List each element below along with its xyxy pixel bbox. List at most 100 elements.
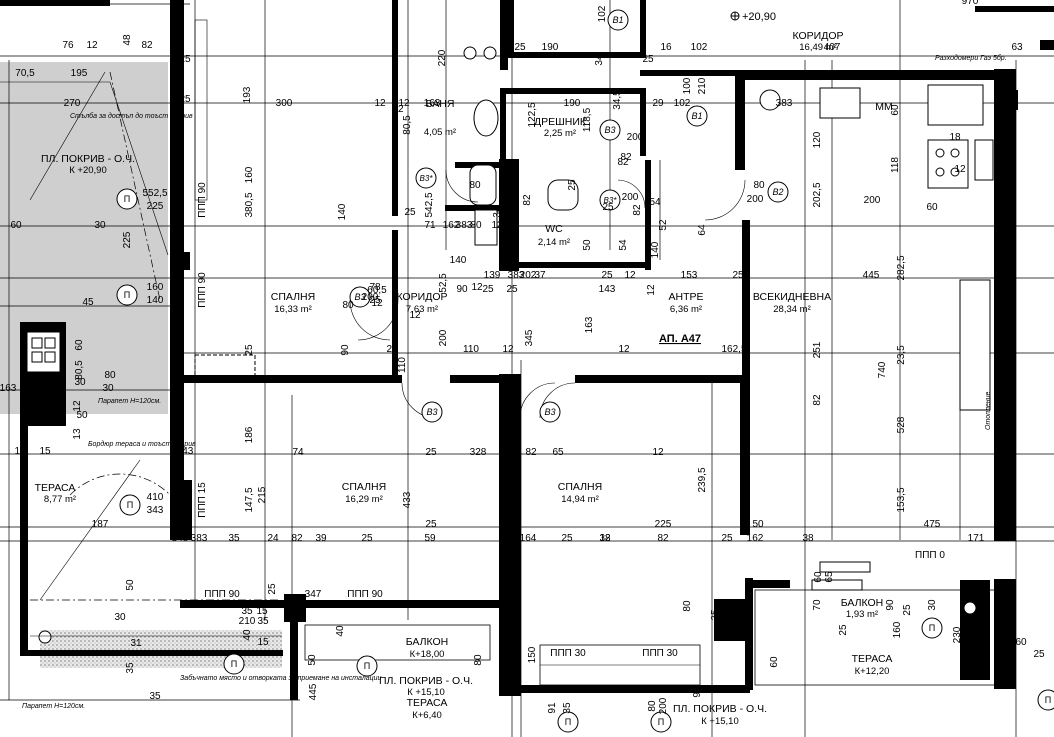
dimension-value: 160 bbox=[244, 166, 255, 183]
dimension-value: 220 bbox=[437, 49, 448, 66]
dimension-value: 163 bbox=[0, 383, 17, 394]
dimension-value: 25 bbox=[244, 344, 255, 356]
dimension-value: 90 bbox=[456, 284, 468, 295]
dimension-value: 102 bbox=[597, 5, 608, 22]
dimension-value: 475 bbox=[924, 519, 941, 530]
dimension-value: 82 bbox=[812, 394, 823, 406]
dimension-value: 80,5 bbox=[74, 360, 85, 380]
dimension-value: 12 bbox=[86, 40, 98, 51]
dimension-value: 164 bbox=[520, 533, 537, 544]
dimension-value: 25 bbox=[506, 284, 518, 295]
dimension-value: 82 bbox=[522, 194, 533, 206]
dimension-value: 82 bbox=[502, 533, 514, 544]
dimension-value: 122,5 bbox=[527, 102, 538, 127]
dimension-value: 162 bbox=[747, 533, 764, 544]
dimension-value: 140 bbox=[450, 255, 467, 266]
dimension-value: 25 bbox=[838, 624, 849, 636]
dimension-value: 552,5 bbox=[142, 188, 167, 199]
room-area: 16,29 m² bbox=[345, 494, 383, 505]
dimension-value: 15 bbox=[39, 446, 51, 457]
dimension-value: 25 bbox=[179, 54, 191, 65]
room-name: ПЛ. ПОКРИВ - О.Ч. bbox=[673, 703, 767, 715]
svg-text:ППП 90: ППП 90 bbox=[197, 272, 208, 308]
dimension-value: 80,5 bbox=[402, 115, 413, 135]
room-area: 28,34 m² bbox=[773, 304, 811, 315]
dimension-value: 24 bbox=[267, 533, 279, 544]
dimension-value: 345 bbox=[524, 329, 535, 346]
dimension-value: 163 bbox=[424, 98, 441, 109]
dimension-value: 80 bbox=[469, 180, 481, 191]
dimension-value: 80 bbox=[753, 180, 765, 191]
dimension-value: 82 bbox=[141, 40, 153, 51]
dimension-value: 12 bbox=[491, 220, 503, 231]
dimension-value: 35 bbox=[710, 609, 721, 621]
dimension-value: 23,5 bbox=[896, 345, 907, 365]
dimension-value: 45 bbox=[82, 297, 94, 308]
dimension-value: 110 bbox=[397, 357, 408, 373]
dimension-value: 12 bbox=[618, 344, 630, 355]
dimension-value: 50 bbox=[76, 410, 88, 421]
dimension-value: 25 bbox=[602, 202, 614, 213]
svg-text:П: П bbox=[658, 717, 664, 727]
dimension-value: 383 bbox=[456, 220, 473, 231]
dimension-value: 140 bbox=[147, 295, 164, 306]
dimension-value: 60 bbox=[10, 220, 22, 231]
dimension-value: 225 bbox=[655, 519, 672, 530]
dimension-value: 60 bbox=[74, 339, 85, 351]
dimension-value: 25 bbox=[386, 344, 398, 355]
room-area: 14,94 m² bbox=[561, 494, 599, 505]
svg-text:П: П bbox=[127, 500, 133, 510]
dimension-value: 25 bbox=[732, 270, 744, 281]
room-name: ДРЕШНИК bbox=[534, 116, 587, 128]
dimension-value: 60 bbox=[1015, 637, 1027, 648]
svg-text:Стълба за достъп до тоъст покр: Стълба за достъп до тоъст покрив bbox=[70, 112, 193, 120]
dimension-value: 18 bbox=[949, 132, 961, 143]
dimension-value: 445 bbox=[863, 270, 880, 281]
dimension-value: 59 bbox=[424, 533, 436, 544]
svg-text:ППП 0: ППП 0 bbox=[915, 550, 945, 561]
dimension-value: 200 bbox=[438, 329, 449, 346]
dimension-value: 200 bbox=[627, 132, 644, 143]
dimension-value: 160 bbox=[147, 282, 164, 293]
dimension-value: 187 bbox=[92, 519, 109, 530]
dimension-value: 25 bbox=[361, 533, 373, 544]
dimension-value: 215 bbox=[257, 486, 268, 503]
dimension-value: 74 bbox=[292, 447, 304, 458]
svg-text:П: П bbox=[565, 717, 571, 727]
svg-text:ППП 15: ППП 15 bbox=[197, 482, 208, 518]
room-name: КОРИДОР bbox=[397, 291, 448, 303]
dimension-value: 225 bbox=[122, 231, 133, 248]
room-area: К +20,90 bbox=[69, 165, 107, 176]
dimension-value: 12 bbox=[398, 98, 410, 109]
dimension-value: 82 bbox=[525, 447, 537, 458]
dimension-value: 12 bbox=[502, 344, 514, 355]
dimension-value: 380,5 bbox=[244, 192, 255, 217]
svg-text:Отопление: Отопление bbox=[985, 391, 992, 430]
dimension-value: 343 bbox=[177, 446, 194, 457]
dimension-value: 80 bbox=[342, 300, 354, 311]
dimension-value: 190 bbox=[564, 98, 581, 109]
svg-text:B3*: B3* bbox=[420, 174, 434, 183]
walls bbox=[0, 0, 1054, 700]
room-name: ПЛ. ПОКРИВ - О.Ч. bbox=[379, 675, 473, 687]
dimension-value: 29 bbox=[652, 98, 664, 109]
dimension-value: 80 bbox=[104, 370, 116, 381]
dimension-value: 140 bbox=[337, 203, 348, 220]
dimension-value: 54 bbox=[649, 197, 661, 208]
dimension-value: 30 bbox=[94, 220, 106, 231]
dimension-value: 118 bbox=[890, 157, 901, 173]
dimension-value: 25 bbox=[567, 179, 578, 191]
dimension-value: 343 bbox=[147, 505, 164, 516]
dimension-value: 345 bbox=[172, 533, 189, 544]
level-marker: +20,90 bbox=[730, 11, 776, 23]
dimension-value: 970 bbox=[962, 0, 979, 7]
dimension-value: 200 bbox=[864, 195, 881, 206]
svg-text:B1: B1 bbox=[612, 15, 623, 25]
dimension-value: 48 bbox=[122, 34, 133, 46]
svg-text:Парапет H=120см.: Парапет H=120см. bbox=[98, 398, 161, 405]
dimension-value: 25 bbox=[721, 533, 733, 544]
room-area: К +15,10 bbox=[407, 687, 445, 698]
dimension-value: 78 bbox=[369, 282, 381, 293]
room-area: 7,63 m² bbox=[406, 304, 438, 315]
room-area: 4,05 m² bbox=[424, 127, 456, 138]
